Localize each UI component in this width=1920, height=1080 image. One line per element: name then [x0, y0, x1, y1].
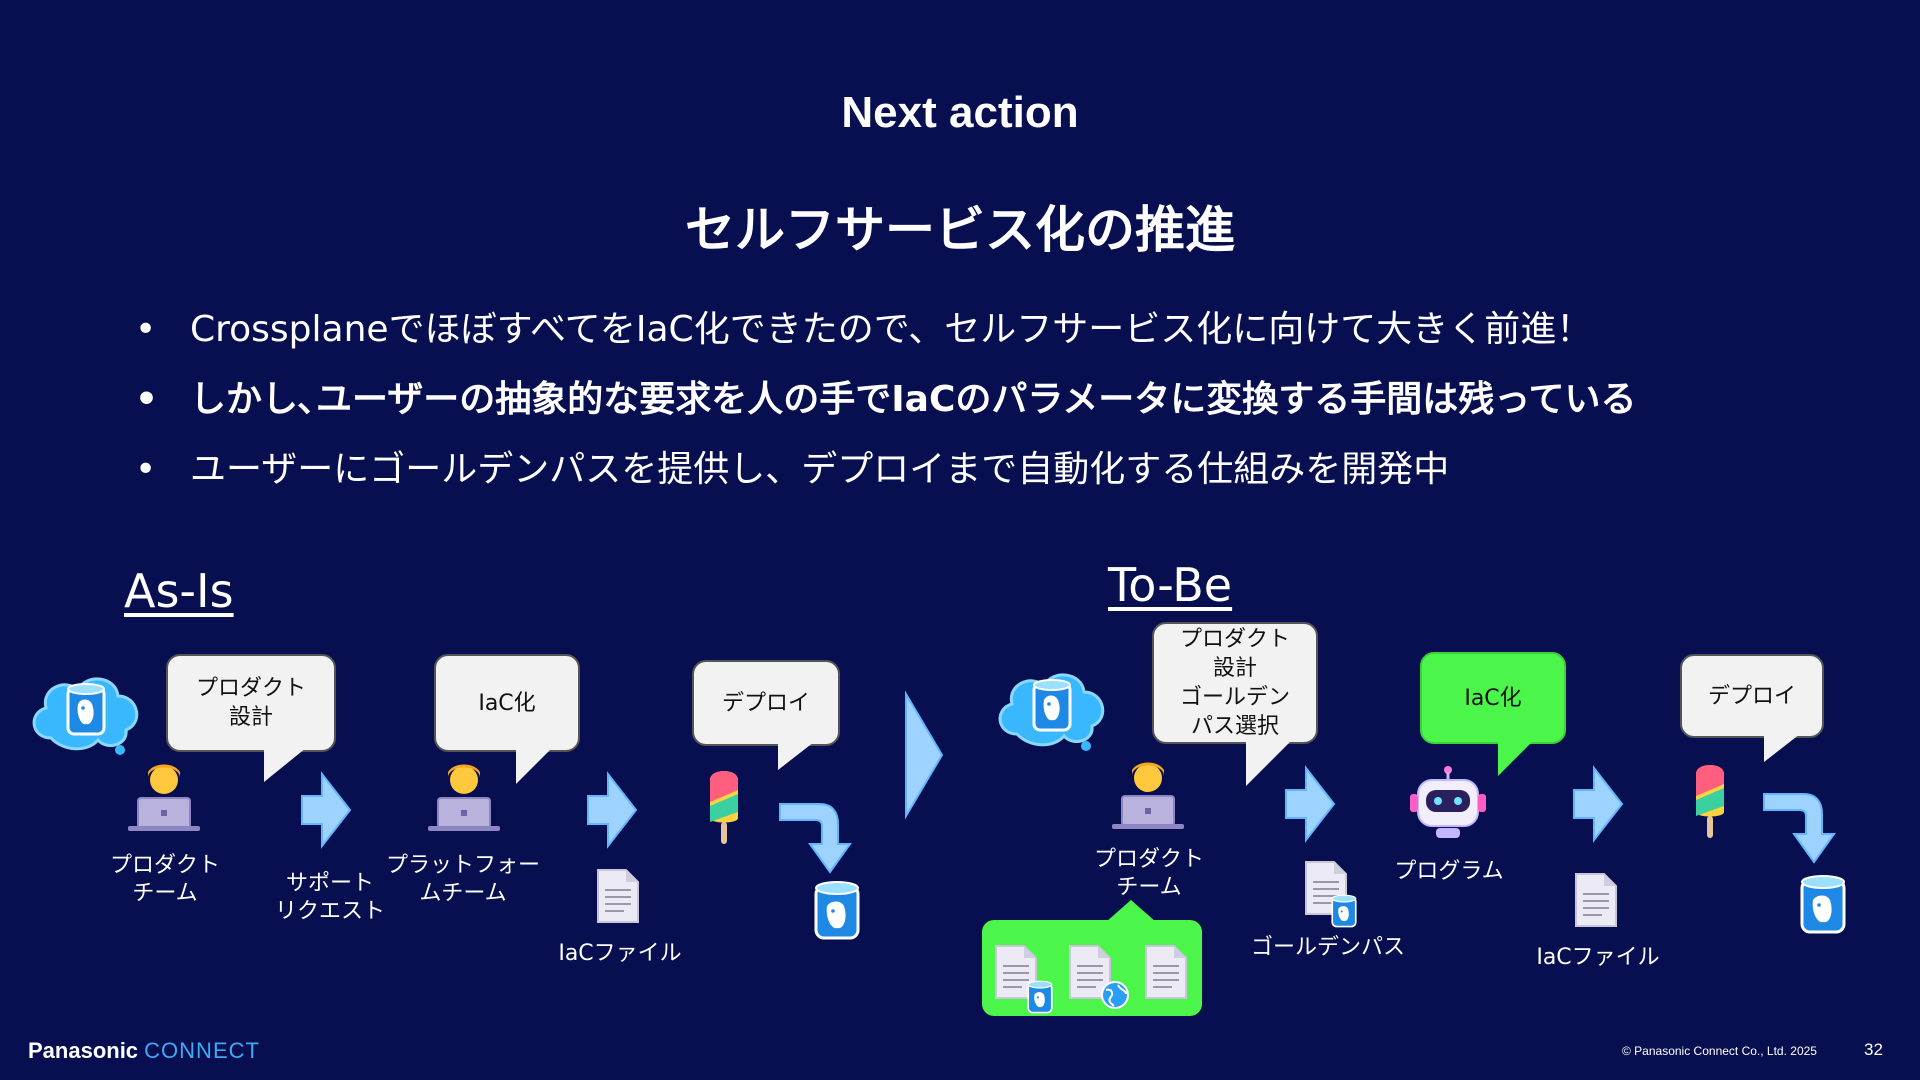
asis-deploy-bubble: デプロイ: [692, 660, 840, 746]
bubble-tail-icon: [1764, 734, 1800, 762]
platform-team-person-icon: [424, 762, 504, 832]
globe-icon: [1100, 980, 1130, 1010]
database-icon: [812, 880, 862, 944]
bullet-list: CrossplaneでほぼすべてをIaC化できたので、セルフサービス化に向けて大…: [130, 300, 1830, 510]
deploy-bend-arrow-icon: [1760, 786, 1840, 866]
support-request-label: サポート リクエスト: [274, 871, 385, 924]
robot-program-icon: [1408, 764, 1488, 844]
product-team-person-icon: [1108, 760, 1188, 830]
popsicle-icon: [704, 768, 744, 848]
bubble-tail-icon: [1498, 740, 1534, 776]
asis-iac-file-label: IaCファイル: [558, 941, 682, 966]
document-icon: [1144, 944, 1188, 1000]
flow-arrow-icon: [1570, 764, 1626, 844]
bullet-item: しかし､ユーザーの抽象的な要求を人の手でIaCのパラメータに変換する手間は残って…: [130, 370, 1830, 440]
panel-pointer-icon: [1106, 900, 1156, 922]
flow-arrow-icon: [584, 770, 640, 850]
asis-label: As-Is: [124, 564, 234, 618]
asis-product-team-label: プロダクト チーム: [109, 853, 220, 906]
database-icon: [1798, 874, 1848, 938]
slide-header: Next action: [841, 88, 1079, 137]
tobe-design-bubble: プロダクト 設計 ゴールデン パス選択: [1152, 622, 1318, 744]
asis-design-bubble: プロダクト 設計: [166, 654, 336, 752]
tobe-iac-bubble: IaC化: [1420, 652, 1566, 744]
popsicle-icon: [1690, 762, 1730, 842]
bullet-item: ユーザーにゴールデンパスを提供し、デプロイまで自動化する仕組みを開発中: [130, 440, 1830, 510]
bubble-tail-icon: [778, 742, 814, 770]
tobe-iac-file-label: IaCファイル: [1536, 945, 1660, 970]
panasonic-connect-logo: Panasonic CONNECT: [28, 1038, 260, 1064]
slide-title: セルフサービス化の推進: [685, 201, 1235, 259]
database-icon: [1330, 894, 1358, 930]
iac-file-icon: [1574, 872, 1618, 928]
tobe-label: To-Be: [1108, 558, 1233, 612]
bullet-item: CrossplaneでほぼすべてをIaC化できたので、セルフサービス化に向けて大…: [130, 300, 1830, 370]
golden-path-options-panel: [982, 920, 1202, 1016]
golden-path-label: ゴールデンパス: [1250, 935, 1405, 960]
database-cloud-icon: [26, 668, 146, 758]
bubble-tail-icon: [264, 748, 306, 782]
database-icon: [1026, 980, 1054, 1016]
database-cloud-icon: [992, 664, 1112, 754]
brand-panasonic: Panasonic: [28, 1038, 139, 1063]
program-label: プログラム: [1394, 859, 1504, 884]
product-team-person-icon: [124, 762, 204, 832]
bubble-tail-icon: [1246, 740, 1292, 786]
copyright-text: © Panasonic Connect Co., Ltd. 2025: [1622, 1044, 1817, 1058]
page-number: 32: [1864, 1040, 1883, 1059]
flow-arrow-icon: [298, 770, 354, 850]
asis-iac-bubble: IaC化: [434, 654, 580, 752]
iac-file-icon: [596, 868, 640, 924]
deploy-bend-arrow-icon: [776, 796, 856, 876]
platform-team-label: プラットフォー ムチーム: [385, 853, 540, 906]
tobe-product-team-label: プロダクト チーム: [1093, 847, 1204, 900]
tobe-deploy-bubble: デプロイ: [1680, 654, 1824, 738]
brand-connect: CONNECT: [144, 1038, 260, 1063]
flow-arrow-icon: [1282, 764, 1338, 844]
transition-arrow-icon: [905, 690, 944, 820]
bubble-tail-icon: [516, 748, 552, 784]
